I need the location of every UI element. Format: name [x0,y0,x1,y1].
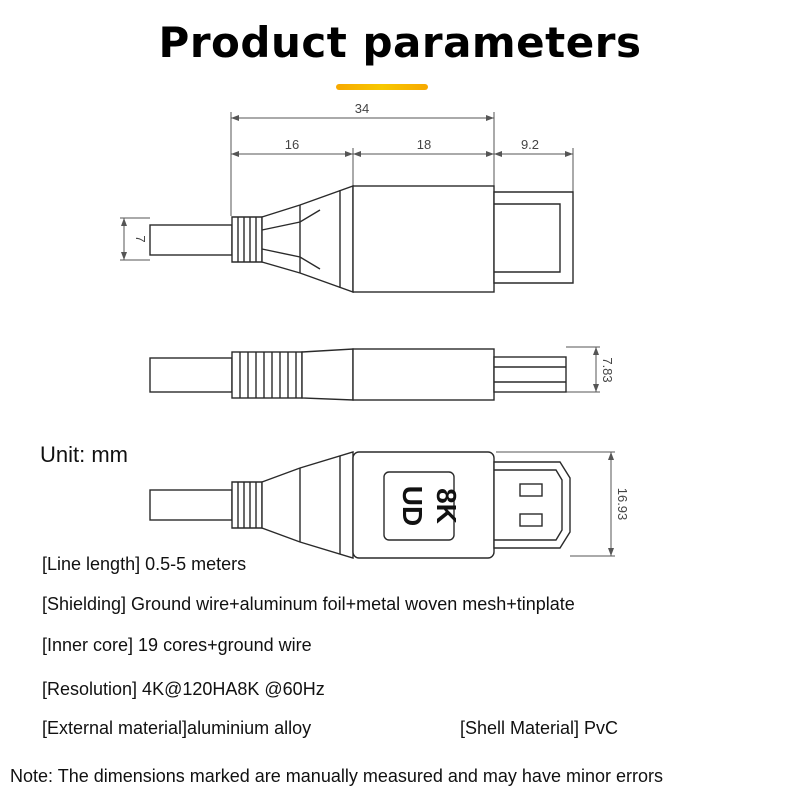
dim-body-section: 18 [417,137,431,152]
dim-overall-length: 34 [355,101,369,116]
connector-side-view [149,348,567,401]
dimension-arrows [121,115,614,556]
page-title: Product parameters [158,18,642,67]
dim-side-thickness: 7.83 [600,357,615,382]
spec-shell-material: [Shell Material] PvC [460,718,619,738]
logo-ud: UD [397,486,428,526]
dim-plug-section: 9.2 [521,137,539,152]
unit-label: Unit: mm [40,442,128,467]
connector-front-view [149,451,571,559]
spec-line-length: [Line length] 0.5-5 meters [42,554,247,574]
dim-plug-width: 16.93 [615,488,630,521]
spec-shielding: [Shielding] Ground wire+aluminum foil+me… [42,594,575,614]
spec-resolution: [Resolution] 4K@120HA8K @60Hz [42,679,325,699]
dim-cable-section: 16 [285,137,299,152]
spec-external-material: [External material]aluminium alloy [42,718,312,738]
disclaimer-note: Note: The dimensions marked are manually… [10,766,663,786]
connector-top-view [149,185,574,293]
dimension-lines [120,112,615,557]
logo-8k: 8K [431,488,462,524]
dim-cable-diameter: 7 [133,235,148,242]
title-accent-bar [336,84,428,90]
spec-inner-core: [Inner core] 19 cores+ground wire [42,635,312,655]
